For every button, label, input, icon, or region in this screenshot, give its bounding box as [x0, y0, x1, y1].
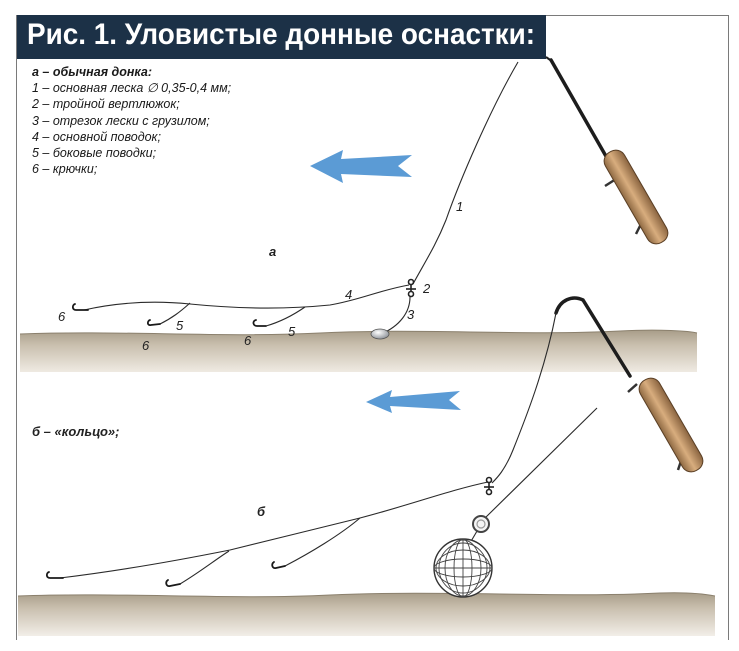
- legend: а – обычная донка: 1 – основная леска ∅ …: [32, 64, 231, 177]
- title-bar: Рис. 1. Уловистые донные оснастки:: [17, 15, 546, 59]
- main-leader-b: [59, 481, 489, 579]
- rig-b-caption: б – «кольцо»;: [32, 424, 120, 439]
- seabed-a-surface: [19, 329, 698, 336]
- legend-item: 6 – крючки;: [32, 162, 98, 177]
- label-6: 6: [142, 338, 150, 353]
- legend-item: 2 – тройной вертлюжок;: [32, 97, 180, 112]
- side-leader-b1: [179, 550, 230, 585]
- swivel-b: [484, 476, 494, 496]
- rig-b-label: б: [257, 504, 266, 519]
- side-leader-b2: [284, 517, 361, 567]
- label-4: 4: [345, 287, 353, 302]
- hooks-b: [45, 561, 286, 588]
- current-arrow-b: [366, 390, 461, 413]
- main-line-a: [412, 61, 519, 285]
- current-arrow-a: [310, 150, 412, 183]
- rod-a: [545, 56, 669, 245]
- hook-b2: [165, 579, 181, 588]
- side-leader-a1: [159, 302, 191, 325]
- hook-a1: [71, 303, 89, 311]
- legend-heading: а – обычная донка:: [32, 65, 153, 79]
- legend-item: 4 – основной поводок;: [32, 129, 161, 144]
- figure-title: Рис. 1. Уловистые донные оснастки:: [27, 18, 536, 51]
- seabed-b-surface: [17, 592, 716, 598]
- swivel-a: [406, 278, 416, 298]
- label-2: 2: [423, 281, 431, 296]
- frame-left-border: [16, 15, 17, 640]
- label-3: 3: [407, 307, 415, 322]
- hook-b3: [271, 561, 286, 570]
- legend-item: 5 – боковые поводки;: [32, 146, 157, 161]
- label-5: 5: [288, 324, 296, 339]
- frame-right-border: [728, 15, 729, 640]
- ring-b: [472, 515, 490, 533]
- legend-item: 3 – отрезок лески с грузилом;: [32, 113, 210, 128]
- main-line-b: [491, 312, 557, 484]
- hooks-a: [71, 303, 267, 327]
- label-6: 6: [58, 309, 66, 324]
- side-leader-a2: [265, 306, 306, 327]
- hook-a3: [252, 319, 267, 327]
- seabed-a: [20, 330, 697, 372]
- rod-b: [554, 296, 704, 473]
- main-leader-a: [83, 284, 410, 311]
- sinker-leader-a: [380, 296, 411, 335]
- rig-a: [83, 61, 519, 335]
- rig-b: [59, 312, 598, 585]
- label-6: 6: [244, 333, 252, 348]
- feeder-cage-b: [433, 538, 493, 598]
- hook-a2: [146, 319, 161, 327]
- label-5: 5: [176, 318, 184, 333]
- rig-a-label: а: [269, 244, 277, 259]
- legend-item: 1 – основная леска ∅ 0,35-0,4 мм;: [32, 81, 232, 96]
- label-1: 1: [456, 199, 464, 214]
- sinker-a: [370, 328, 390, 340]
- ring-line-b: [483, 407, 598, 520]
- frame-top-border: [546, 15, 728, 16]
- ring-b-inner: [476, 519, 486, 529]
- hook-b1: [45, 571, 64, 579]
- seabed-b: [18, 592, 715, 636]
